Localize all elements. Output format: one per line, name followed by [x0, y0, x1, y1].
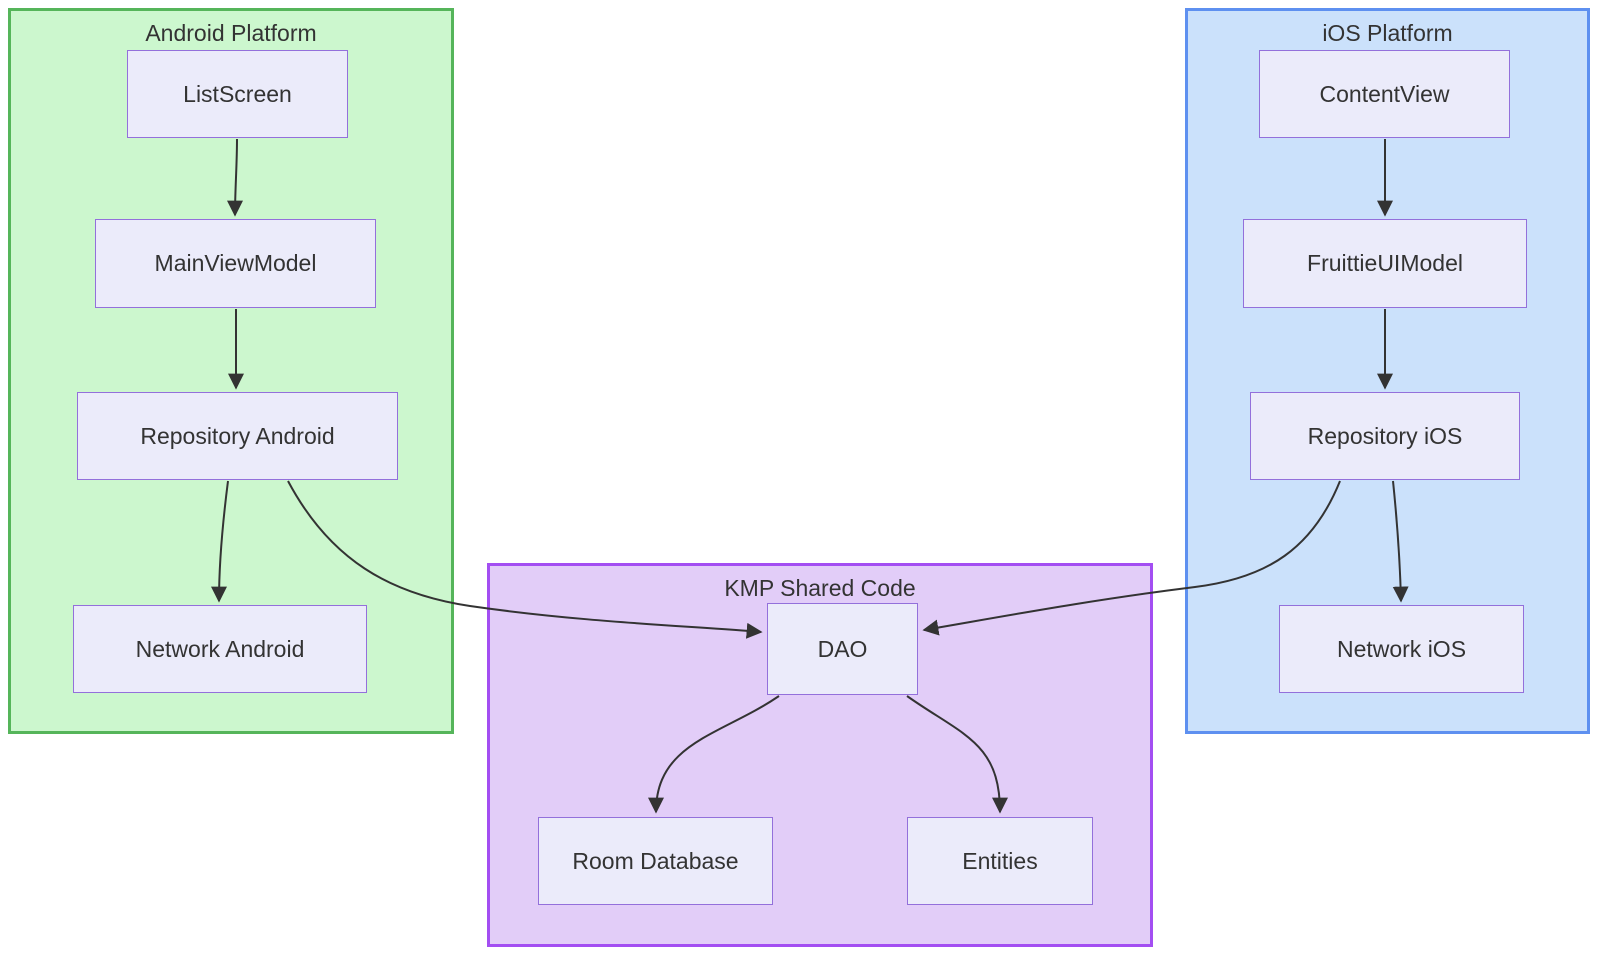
node-mainviewmodel: MainViewModel — [95, 219, 376, 308]
edge-dao-entities — [906, 695, 1008, 814]
node-listscreen: ListScreen — [127, 50, 348, 138]
edge-listscreen-mainviewmodel — [227, 138, 244, 217]
edge-repository-android-network-android — [211, 480, 229, 603]
edge-repository-ios-network-ios — [1392, 480, 1409, 603]
group-title-ios-platform: iOS Platform — [1322, 20, 1453, 46]
group-title-kmp-shared-code: KMP Shared Code — [724, 575, 916, 601]
node-contentview: ContentView — [1259, 50, 1510, 138]
node-network-android: Network Android — [73, 605, 367, 693]
node-network-ios: Network iOS — [1279, 605, 1524, 693]
edge-dao-room-database — [648, 695, 780, 814]
edge-repository-ios-dao — [922, 480, 1341, 636]
node-repository-ios: Repository iOS — [1250, 392, 1520, 480]
node-repository-android: Repository Android — [77, 392, 398, 480]
node-room-database: Room Database — [538, 817, 773, 905]
group-title-android-platform: Android Platform — [145, 20, 317, 46]
node-dao: DAO — [767, 603, 918, 695]
node-fruittieuimodel: FruittieUIModel — [1243, 219, 1527, 308]
node-entities: Entities — [907, 817, 1093, 905]
edge-repository-android-dao — [287, 480, 763, 639]
